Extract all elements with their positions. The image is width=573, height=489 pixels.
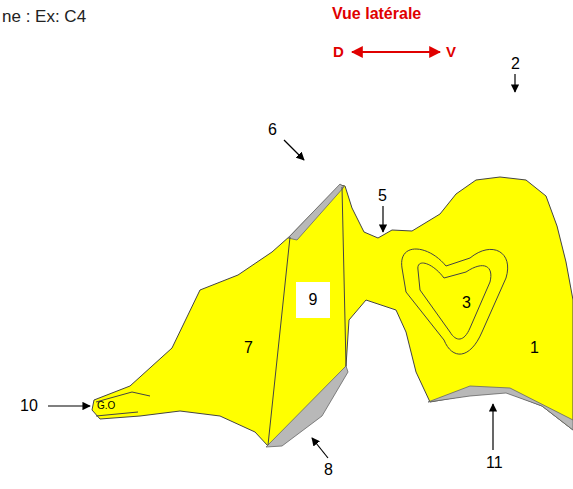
section-line <box>268 237 290 445</box>
orientation-arrow <box>352 51 440 53</box>
direction-letter: V <box>446 44 456 59</box>
leader-arrow <box>382 206 383 232</box>
callout-number: 8 <box>324 462 333 478</box>
caption-fragment: ne : Ex: C4 <box>2 8 86 25</box>
leader-arrow <box>312 438 328 458</box>
region-number-box: 9 <box>296 282 330 318</box>
part-abbreviation: G.O <box>97 401 115 411</box>
body-facet <box>428 386 573 430</box>
articular-facet <box>288 184 344 240</box>
foramen-outline <box>402 249 508 354</box>
leader-arrow <box>492 404 493 450</box>
callout-number: 3 <box>462 295 471 311</box>
callout-number: 9 <box>309 292 318 308</box>
callout-number: 2 <box>511 56 520 72</box>
direction-letter: D <box>333 44 344 59</box>
section-line <box>342 187 346 366</box>
view-title: Vue latérale <box>332 6 421 22</box>
callout-number: 5 <box>378 188 387 204</box>
callout-number: 11 <box>486 455 503 471</box>
callout-number: 6 <box>268 122 277 138</box>
leader-arrow <box>48 405 90 406</box>
callout-number: 10 <box>20 398 38 414</box>
vertebra-outline <box>92 177 573 446</box>
articular-facet <box>266 366 348 447</box>
callout-number: 7 <box>244 340 253 356</box>
foramen-outline <box>418 263 491 339</box>
tubercle-outline <box>96 392 150 416</box>
leader-arrow <box>284 140 304 160</box>
leader-arrow <box>514 74 515 92</box>
callout-number: 1 <box>530 340 539 356</box>
